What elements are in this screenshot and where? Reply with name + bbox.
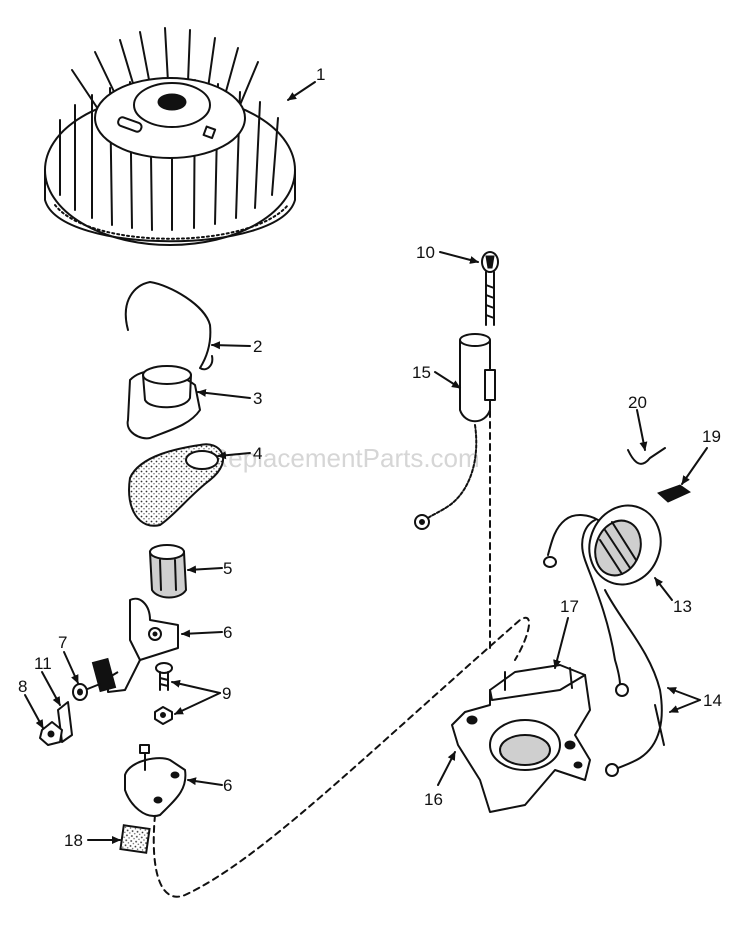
screw-part: [155, 662, 173, 691]
callout-1: 1: [316, 65, 325, 84]
gasket-part: [128, 443, 224, 527]
base-plate-part: [124, 744, 187, 817]
spring-wire-part: [124, 281, 214, 371]
breaker-arm-part: [84, 597, 179, 693]
callout-15: 15: [412, 363, 431, 382]
nut-part: [39, 721, 63, 746]
callout-6-upper: 6: [223, 623, 232, 642]
felt-pad-part: [119, 824, 151, 854]
callout-6-lower: 6: [223, 776, 232, 795]
shield-part: [126, 365, 201, 440]
callout-10: 10: [416, 243, 435, 262]
screw-nut-part: [154, 706, 173, 725]
callout-8: 8: [18, 677, 27, 696]
bushing-part: [148, 544, 188, 599]
callout-13: 13: [673, 597, 692, 616]
lead-wire-part: [604, 589, 665, 777]
callout-17: 17: [560, 597, 579, 616]
callout-9: 9: [222, 684, 231, 703]
bracket-housing-part: [451, 664, 591, 813]
callout-11: 11: [34, 654, 52, 673]
assembly-guide-line: [152, 616, 531, 898]
watermark-text: eReplacementParts.com: [195, 443, 480, 473]
callout-2: 2: [253, 337, 262, 356]
callout-20: 20: [628, 393, 647, 412]
condenser-part: [414, 333, 496, 530]
callout-4: 4: [253, 444, 262, 463]
clip-part: [657, 484, 692, 503]
leader-arrows: [24, 81, 708, 844]
callout-7: 7: [58, 633, 67, 652]
callout-16: 16: [424, 790, 443, 809]
callout-18: 18: [64, 831, 83, 850]
clip-wire-part: [627, 447, 666, 465]
adjust-screw-part: [481, 251, 499, 326]
callout-19: 19: [702, 427, 721, 446]
callout-5: 5: [223, 559, 232, 578]
flywheel-part: [44, 27, 296, 246]
callout-3: 3: [253, 389, 262, 408]
callout-14: 14: [703, 691, 722, 710]
coil-part: [543, 504, 662, 697]
washer-hole: [77, 688, 83, 696]
